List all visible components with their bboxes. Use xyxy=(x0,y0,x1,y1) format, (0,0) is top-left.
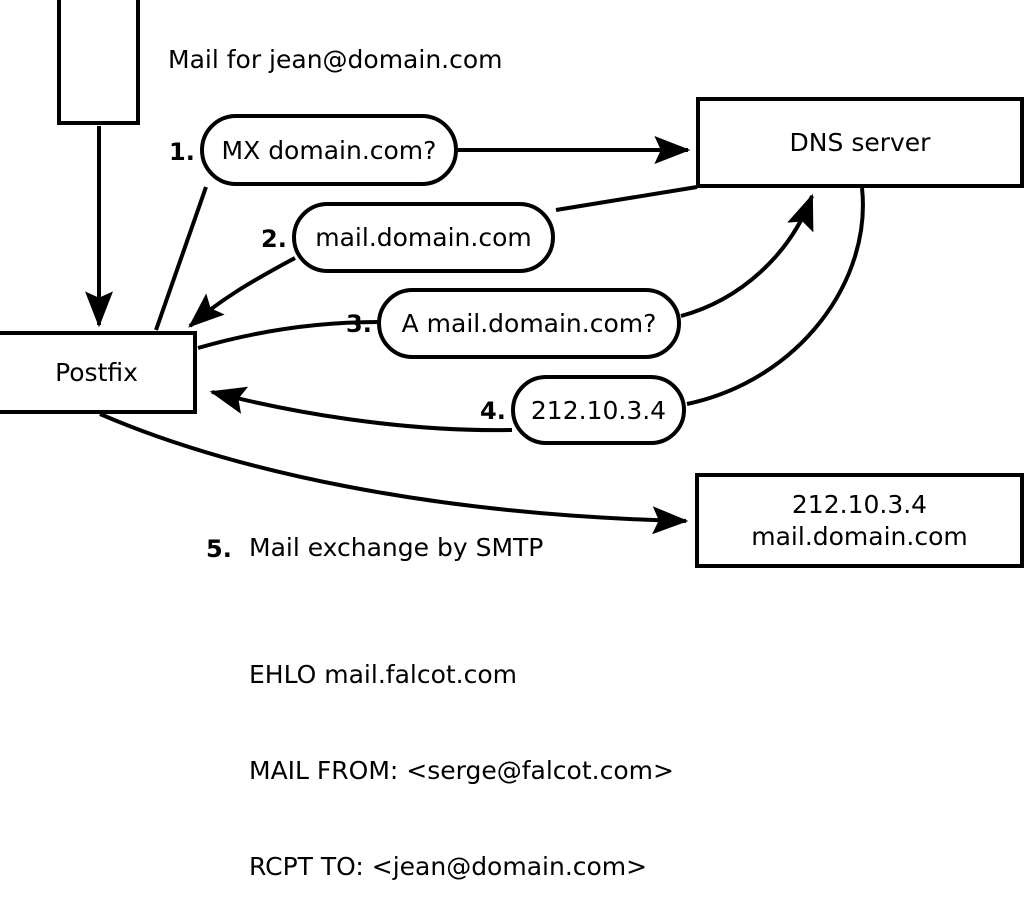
step-1-number: 1. xyxy=(169,138,195,166)
step-4-label: 212.10.3.4 xyxy=(530,395,667,425)
sender-box[interactable] xyxy=(57,0,140,125)
step-4-pill[interactable]: 212.10.3.4 xyxy=(511,375,686,445)
step-3-number: 3. xyxy=(346,310,372,338)
step-3-pill[interactable]: A mail.domain.com? xyxy=(377,288,681,359)
smtp-transcript: EHLO mail.falcot.com MAIL FROM: <serge@f… xyxy=(249,595,674,919)
step-2-number: 2. xyxy=(261,225,287,253)
dns-server-label: DNS server xyxy=(789,127,931,157)
arrow-postfix-to-step3 xyxy=(197,320,379,350)
dns-server-box[interactable]: DNS server xyxy=(696,97,1024,188)
step-4-number: 4. xyxy=(480,397,506,425)
smtp-line: EHLO mail.falcot.com xyxy=(249,660,518,689)
arrow-step3-to-dns xyxy=(680,193,814,318)
arrow-step2-to-postfix xyxy=(188,256,296,328)
arrow-postfix-to-remote-mx xyxy=(99,412,689,535)
step-2-label: mail.domain.com xyxy=(315,223,532,252)
arrow-step4-to-postfix xyxy=(209,386,513,433)
arrow-postfix-to-step1 xyxy=(154,186,208,331)
remote-mx-ip: 212.10.3.4 xyxy=(791,490,928,520)
step-2-pill[interactable]: mail.domain.com xyxy=(292,202,555,273)
remote-mx-hostname: mail.domain.com xyxy=(751,521,968,551)
postfix-label: Postfix xyxy=(55,357,138,387)
step-5-label: Mail exchange by SMTP xyxy=(249,533,544,562)
postfix-box[interactable]: Postfix xyxy=(0,331,197,414)
step-1-label: MX domain.com? xyxy=(221,135,437,165)
smtp-line: MAIL FROM: <serge@falcot.com> xyxy=(249,756,674,785)
remote-mx-box[interactable]: 212.10.3.4 mail.domain.com xyxy=(695,473,1024,568)
arrow-dns-to-step2 xyxy=(555,185,698,212)
arrow-dns-to-step4 xyxy=(686,187,865,406)
step-5-number: 5. xyxy=(206,535,232,563)
step-1-pill[interactable]: MX domain.com? xyxy=(200,114,458,186)
step-3-label: A mail.domain.com? xyxy=(401,309,657,338)
smtp-line: RCPT TO: <jean@domain.com> xyxy=(249,852,648,881)
mail-for-caption: Mail for jean@domain.com xyxy=(168,45,503,74)
